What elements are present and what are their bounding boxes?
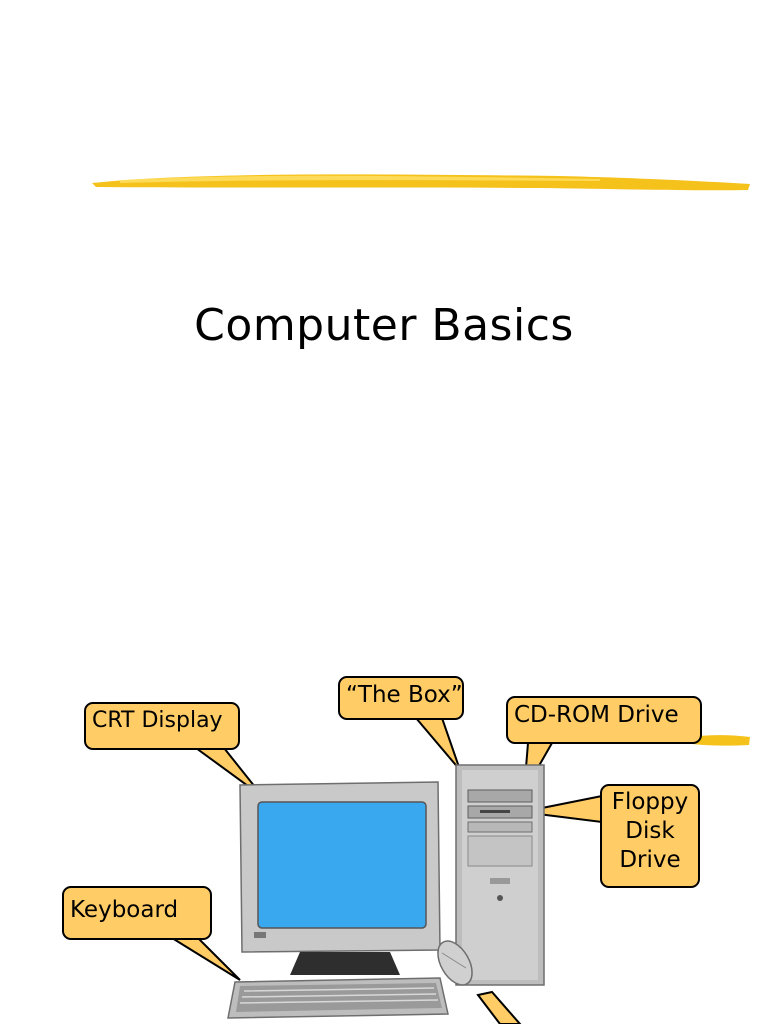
the-box-label: “The Box” <box>346 682 463 708</box>
cd-rom-drive-label: CD-ROM Drive <box>514 702 679 728</box>
crt-display-callout: CRT Display <box>84 702 240 750</box>
slide-title: Computer Basics <box>194 300 574 351</box>
keyboard-pointer <box>168 937 241 981</box>
floppy-disk-drive-callout: Floppy Disk Drive <box>600 784 700 888</box>
monitor-screen <box>257 801 427 929</box>
floppy-label-line1: Floppy <box>611 789 689 815</box>
keyboard-callout: Keyboard <box>62 886 212 940</box>
crt-monitor <box>239 781 441 975</box>
keyboard-label: Keyboard <box>70 897 179 923</box>
lower-brush-stroke <box>690 735 750 746</box>
keyboard-device <box>227 977 449 1019</box>
tower-case <box>455 764 545 986</box>
crt-display-label: CRT Display <box>92 708 223 733</box>
mouse-pointer-tail <box>476 990 522 1024</box>
the-box-pointer <box>413 717 461 771</box>
cd-rom-drive-callout: CD-ROM Drive <box>506 696 702 744</box>
floppy-label-line2: Disk <box>625 817 675 844</box>
the-box-callout: “The Box” <box>338 676 464 720</box>
mouse-device <box>437 940 473 986</box>
top-brush-stroke-highlight <box>120 175 600 183</box>
floppy-label-line3: Drive <box>619 846 681 873</box>
